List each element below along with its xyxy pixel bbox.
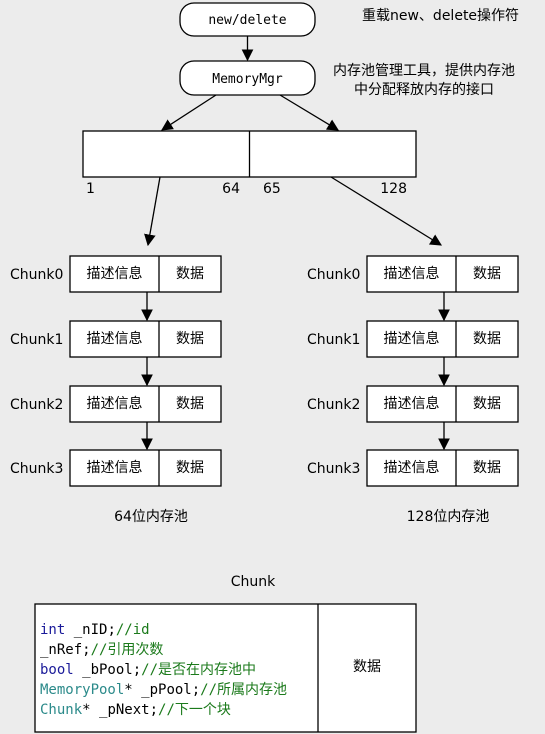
code-line: int _nID;//id <box>40 622 150 638</box>
chunk-data-cell: 数据 <box>473 331 501 347</box>
left-range-end: 64 <box>222 181 240 197</box>
chunk-box <box>366 385 519 423</box>
chunk-name: Chunk3 <box>307 461 360 477</box>
chunk-row: Chunk0 描述信息 数据 <box>307 255 519 322</box>
chunk-desc-cell: 描述信息 <box>87 395 143 412</box>
arrow-table-to-pool128 <box>330 176 442 246</box>
pool-caption: 64位内存池 <box>114 509 188 525</box>
chunk-row: Chunk0 描述信息 数据 <box>10 255 222 322</box>
code-token: * _pNext; <box>82 702 158 718</box>
code-token: MemoryPool <box>40 682 124 698</box>
chunk-data-cell: 数据 <box>176 266 204 282</box>
chunk-name: Chunk0 <box>10 267 63 283</box>
chunk-data-cell: 数据 <box>176 331 204 347</box>
chunk-row: Chunk1 描述信息 数据 <box>10 320 222 387</box>
chunk-name: Chunk2 <box>10 397 63 413</box>
code-token: //引用次数 <box>91 642 164 658</box>
chunk-data-cell: 数据 <box>176 460 204 476</box>
manager-note-line2: 中分配释放内存的接口 <box>354 81 494 98</box>
chunk-row: Chunk2 描述信息 数据 <box>10 385 222 451</box>
chunk-desc-cell: 描述信息 <box>384 459 440 476</box>
left-range-start: 1 <box>86 181 95 197</box>
chunk-desc-cell: 描述信息 <box>87 330 143 347</box>
code-token: //是否在内存池中 <box>141 662 256 678</box>
code-token: int <box>40 622 65 638</box>
code-token: //id <box>116 622 150 638</box>
manager-note-line1: 内存池管理工具，提供内存池 <box>333 63 515 79</box>
arrow-table-to-pool64 <box>144 176 161 247</box>
chunk-desc-cell: 描述信息 <box>87 265 143 282</box>
chunk-data-cell: 数据 <box>176 396 204 412</box>
code-token: Chunk <box>40 702 83 718</box>
chunk-row: Chunk3 描述信息 数据 <box>10 449 222 487</box>
chunk-row: Chunk1 描述信息 数据 <box>307 320 519 387</box>
chunk-box <box>366 320 519 358</box>
chunk-detail-box <box>34 603 417 733</box>
chunk-name: Chunk1 <box>307 332 360 348</box>
code-token: //所属内存池 <box>200 682 287 698</box>
chunk-detail-title: Chunk <box>231 574 276 590</box>
top-note: 重载new、delete操作符 <box>362 8 519 24</box>
chunk-box <box>366 255 519 293</box>
code-token: _nRef; <box>40 642 91 658</box>
chunk-desc-cell: 描述信息 <box>384 330 440 347</box>
chunk-row: Chunk2 描述信息 数据 <box>307 385 519 451</box>
arrow-mgr-to-right-range <box>279 94 340 131</box>
right-range-start: 65 <box>263 181 281 197</box>
code-line: Chunk* _pNext;//下一个块 <box>40 702 231 718</box>
code-line: bool _bPool;//是否在内存池中 <box>40 662 256 678</box>
code-line: _nRef;//引用次数 <box>40 642 163 658</box>
chunk-desc-cell: 描述信息 <box>87 459 143 476</box>
chunk-data-cell: 数据 <box>473 266 501 282</box>
code-token: _bPool; <box>74 662 141 678</box>
memory-mgr-label: MemoryMgr <box>212 72 283 87</box>
chunk-row: Chunk3 描述信息 数据 <box>307 449 519 487</box>
right-range-end: 128 <box>380 181 407 197</box>
chunk-name: Chunk3 <box>10 461 63 477</box>
chunk-data-cell: 数据 <box>473 460 501 476</box>
chunk-box <box>69 385 222 423</box>
chunk-desc-cell: 描述信息 <box>384 395 440 412</box>
chunk-name: Chunk2 <box>307 397 360 413</box>
code-line: MemoryPool* _pPool;//所属内存池 <box>40 682 287 698</box>
chunk-name: Chunk1 <box>10 332 63 348</box>
chunk-box <box>366 449 519 487</box>
memory-mgr-node <box>179 60 316 96</box>
arrow-mgr-to-left-range <box>161 94 217 131</box>
code-token: * _pPool; <box>124 682 200 698</box>
chunk-name: Chunk0 <box>307 267 360 283</box>
code-token: bool <box>40 662 74 678</box>
chunk-data-cell: 数据 <box>473 396 501 412</box>
new-delete-label: new/delete <box>208 13 286 28</box>
code-token: //下一个块 <box>158 702 231 718</box>
pool-caption: 128位内存池 <box>407 509 490 525</box>
chunk-box <box>69 255 222 293</box>
code-token: _nID; <box>65 622 116 638</box>
chunk-detail-data-label: 数据 <box>353 659 381 675</box>
chunk-desc-cell: 描述信息 <box>384 265 440 282</box>
chunk-box <box>69 320 222 358</box>
chunk-box <box>69 449 222 487</box>
